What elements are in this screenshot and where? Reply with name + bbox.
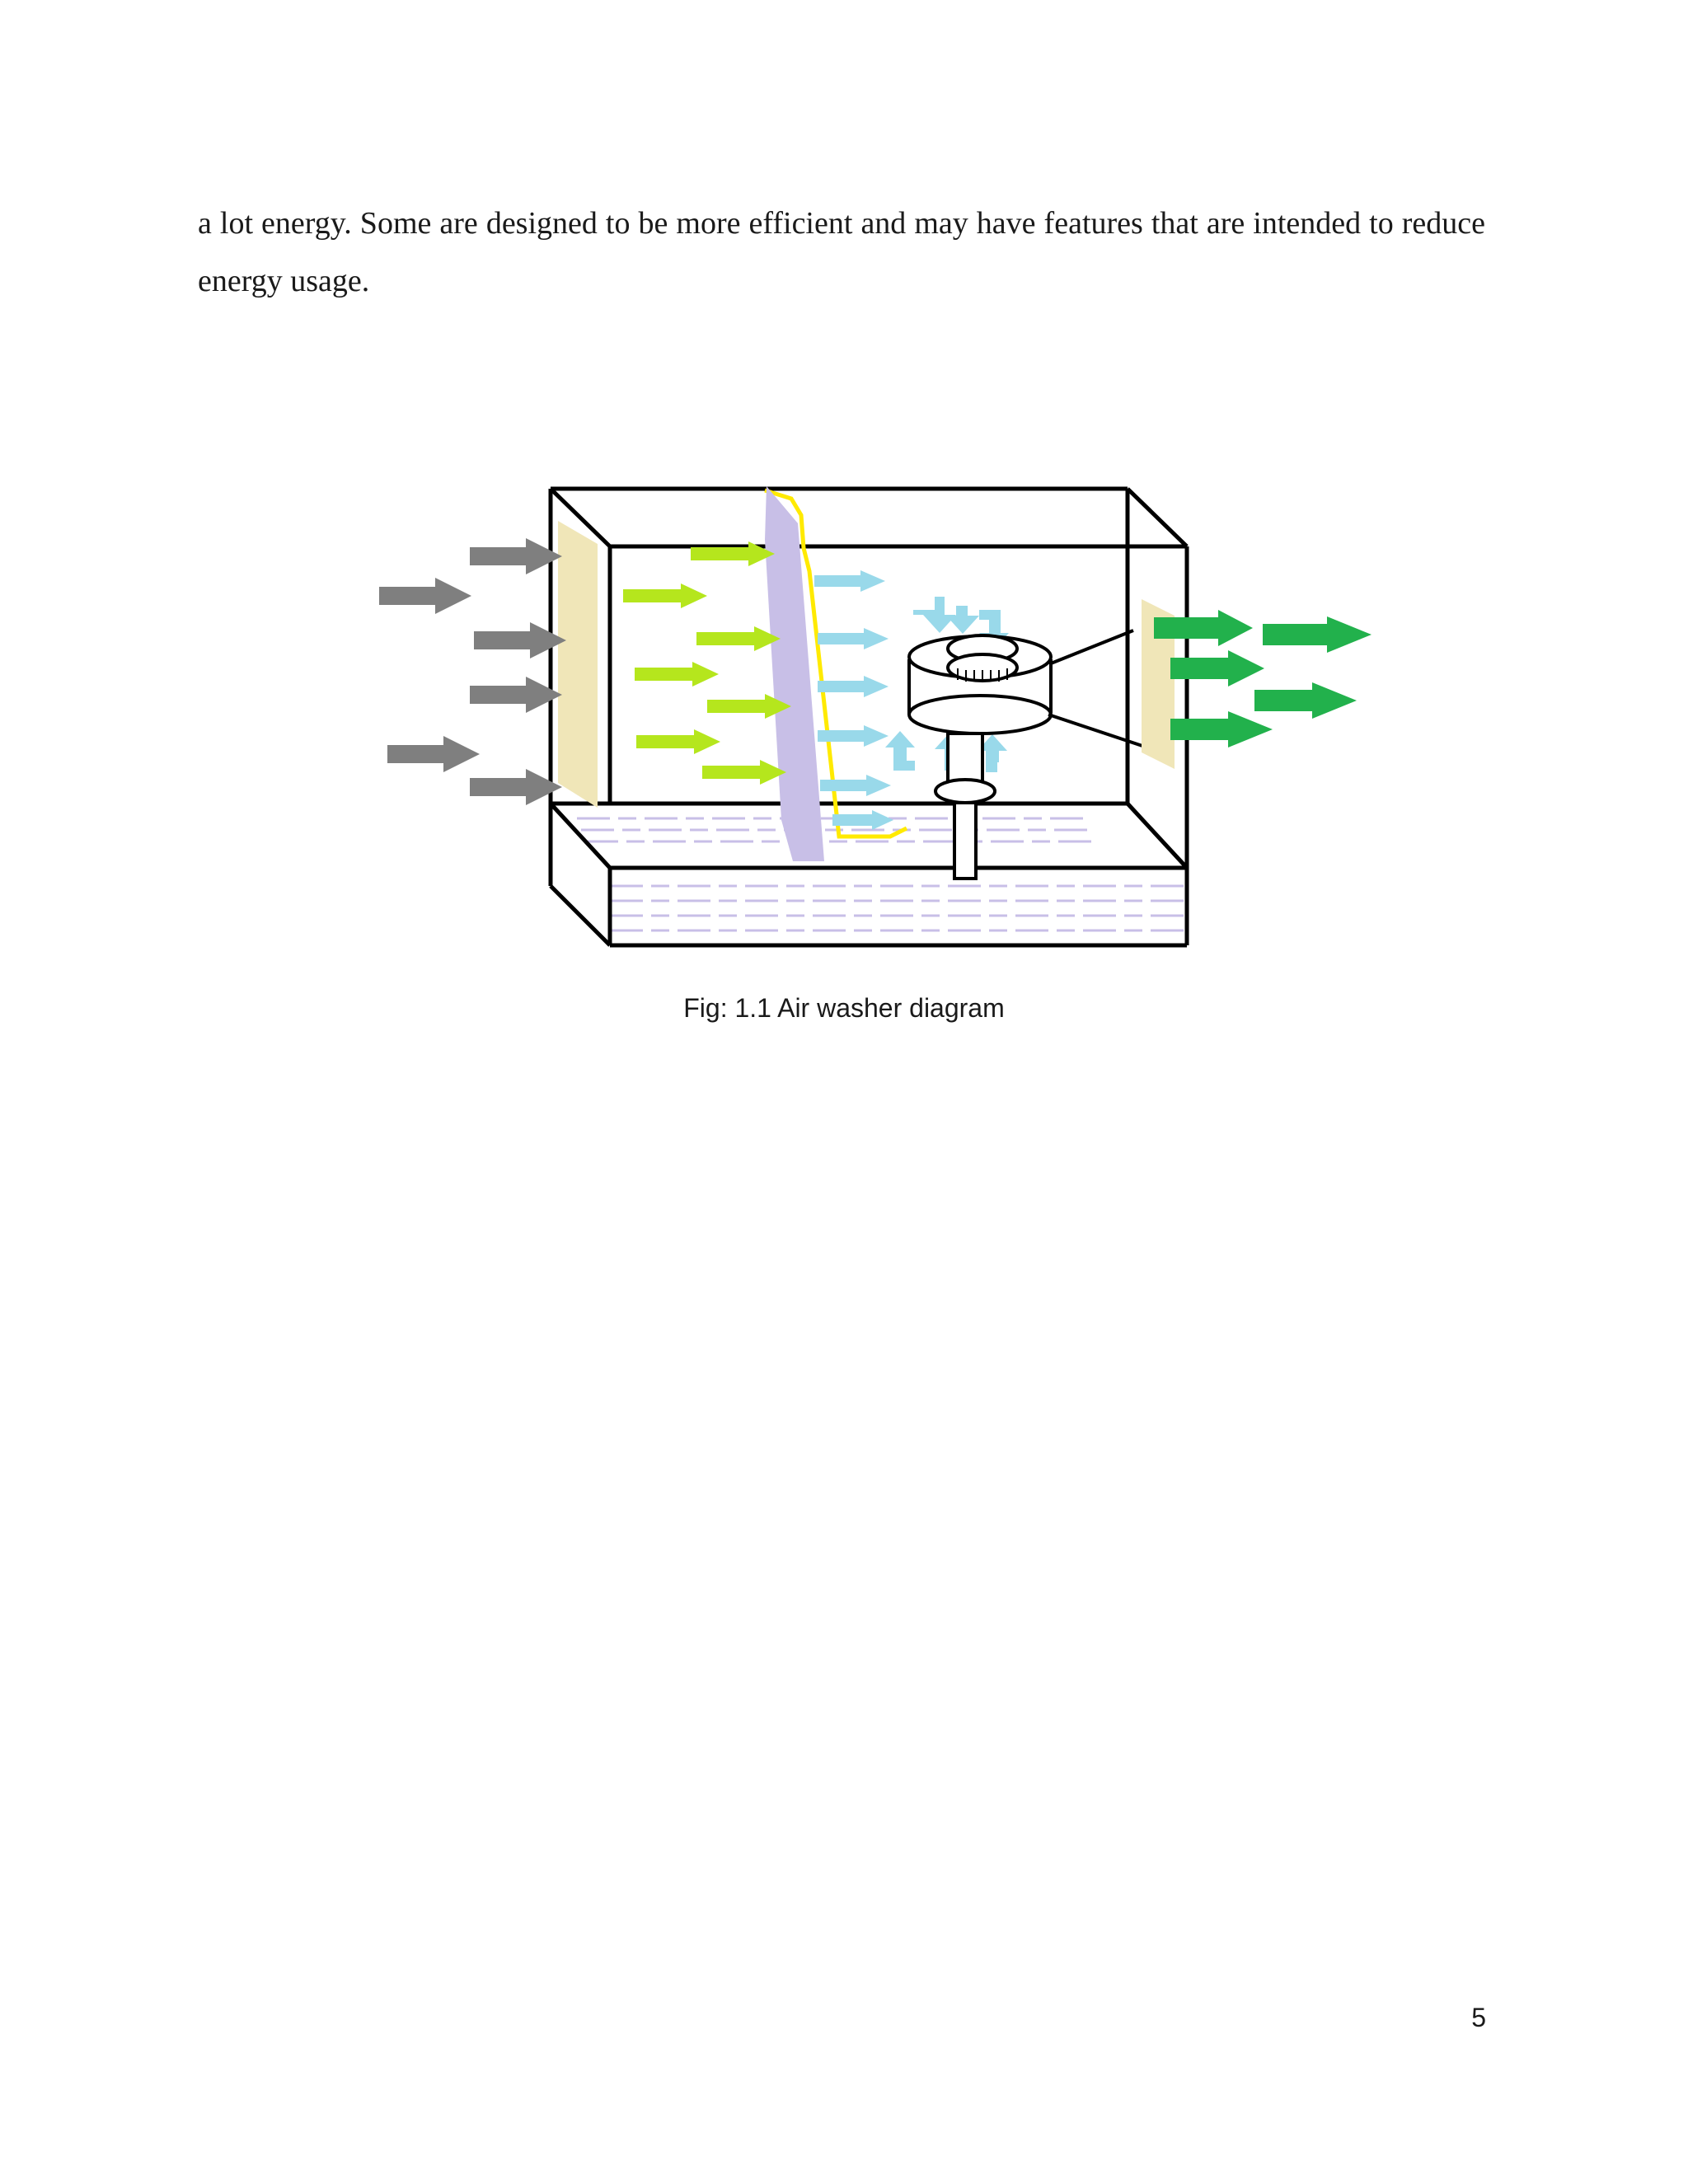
air-washer-figure: [363, 474, 1418, 968]
water-supply-pipe: [764, 488, 908, 839]
air-washer-diagram: [379, 486, 1372, 948]
water-lines: [577, 817, 1187, 932]
cooled-air-arrows: [814, 570, 1009, 830]
filtered-air-arrows: [623, 541, 791, 785]
blower-fan-assembly: [907, 629, 1143, 880]
wet-spray-pad: [765, 486, 824, 861]
inlet-air-arrows: [379, 538, 566, 805]
outlet-filter-pad: [1142, 599, 1175, 769]
housing-outline: [548, 486, 1189, 948]
body-paragraph: a lot energy. Some are designed to be mo…: [198, 206, 1485, 298]
figure-caption: Fig: 1.1 Air washer diagram: [683, 993, 1005, 1023]
page-number: 5: [1471, 2003, 1486, 2032]
inlet-filter-pad: [558, 521, 598, 808]
outlet-air-arrows: [1154, 610, 1372, 748]
